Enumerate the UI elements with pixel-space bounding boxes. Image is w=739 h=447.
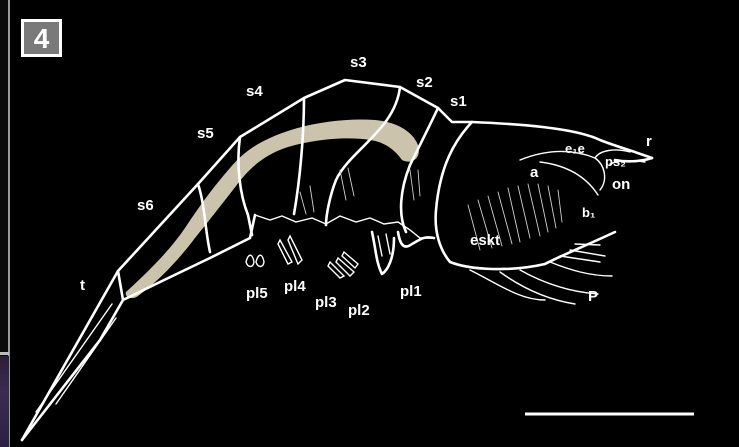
label-b1: b₁ xyxy=(582,205,595,220)
label-pl2: pl2 xyxy=(348,302,370,319)
label-pl3: pl3 xyxy=(315,294,337,311)
gut-trace xyxy=(126,120,419,299)
label-on: on xyxy=(612,176,630,193)
label-eskt: eskt xyxy=(470,232,500,249)
label-e1e: e₁e xyxy=(565,141,585,156)
pleopod-pl5 xyxy=(246,255,264,266)
label-a: a xyxy=(530,164,539,181)
pleopod-base-ridge xyxy=(255,215,434,238)
label-s4: s4 xyxy=(246,83,263,100)
label-s1: s1 xyxy=(450,93,467,110)
label-P: P xyxy=(588,288,598,305)
segment-boundary-s3 xyxy=(326,87,400,225)
label-ps2: ps₂ xyxy=(605,154,626,169)
label-r: r xyxy=(646,133,652,150)
label-s6: s6 xyxy=(137,197,154,214)
label-pl1: pl1 xyxy=(400,283,422,300)
label-s5: s5 xyxy=(197,125,214,142)
pleopod-pl1 xyxy=(372,232,434,274)
label-pl5: pl5 xyxy=(246,285,268,302)
label-t: t xyxy=(80,277,85,294)
pleopod-pl3 xyxy=(328,252,358,278)
segment-boundary-s4 xyxy=(294,98,304,214)
segment-boundary-s2 xyxy=(401,108,438,232)
label-s3: s3 xyxy=(350,54,367,71)
label-s2: s2 xyxy=(416,74,433,91)
pleopod-pl4 xyxy=(278,236,302,264)
label-pl4: pl4 xyxy=(284,278,306,295)
telson-inner xyxy=(36,304,116,412)
